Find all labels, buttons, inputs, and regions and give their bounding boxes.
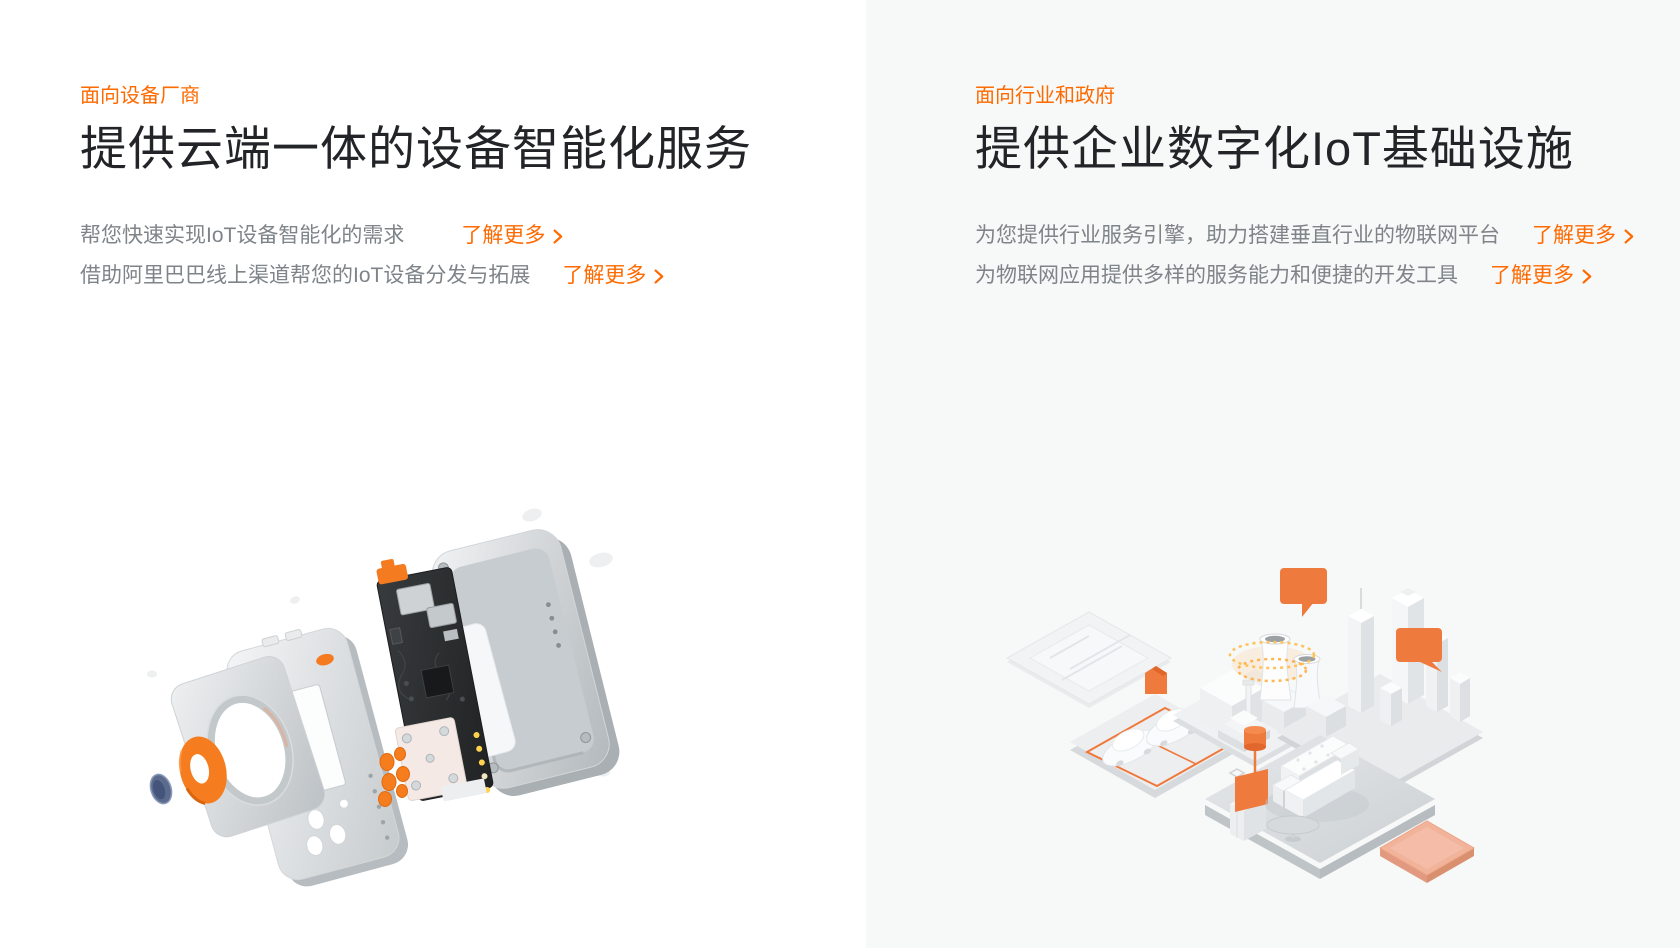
feature-text: 借助阿里巴巴线上渠道帮您的IoT设备分发与拓展 [80,264,531,287]
feature-row: 帮您快速实现IoT设备智能化的需求 了解更多 [80,222,752,250]
feature-text: 帮您快速实现IoT设备智能化的需求 [80,224,405,247]
chevron-right-icon [654,269,664,283]
section-industry-government: 面向行业和政府 提供企业数字化IoT基础设施 为您提供行业服务引擎，助力搭建垂直… [975,85,1634,302]
car [1102,728,1158,767]
learn-more-link[interactable]: 了解更多 [461,222,563,250]
blue-disc [149,773,173,805]
learn-more-link[interactable]: 了解更多 [1490,262,1592,290]
floating-particles [147,508,613,777]
orange-buttons [378,747,410,807]
feature-row: 为您提供行业服务引擎，助力搭建垂直行业的物联网平台 了解更多 [975,222,1634,250]
section-device-makers: 面向设备厂商 提供云端一体的设备智能化服务 帮您快速实现IoT设备智能化的需求 … [80,85,752,302]
exploded-device-illustration [95,452,695,897]
lamp-pin-icon [1244,726,1266,790]
pcb-orange-clip [376,563,408,585]
skyscraper [1348,588,1374,713]
feature-text: 为物联网应用提供多样的服务能力和便捷的开发工具 [975,264,1458,287]
section-title: 提供企业数字化IoT基础设施 [975,122,1574,175]
learn-more-label: 了解更多 [562,264,647,287]
cooling-towers [1228,633,1322,709]
feature-rows: 帮您快速实现IoT设备智能化的需求 了解更多 借助阿里巴巴线上渠道帮您的IoT设… [80,222,752,290]
orange-ring [178,736,227,805]
pcb-board [376,558,494,802]
speech-bubble-icon [1280,568,1327,617]
chevron-right-icon [553,229,563,243]
iot-city-svg [1005,568,1483,883]
eyebrow-label: 面向行业和政府 [975,85,1115,107]
skyscraper [1380,682,1402,726]
learn-more-link[interactable]: 了解更多 [1532,222,1634,250]
chevron-right-icon [1624,229,1634,243]
glow-ring [1236,657,1308,683]
speech-bubble-pin-icon [1396,628,1442,672]
panel-orange-button [316,653,334,666]
learn-more-link[interactable]: 了解更多 [562,262,664,290]
low-building [1306,695,1346,737]
feature-text: 为您提供行业服务引擎，助力搭建垂直行业的物联网平台 [975,224,1500,247]
coffee-table [1266,815,1320,842]
iot-city-illustration [950,492,1495,894]
feature-rows: 为您提供行业服务引擎，助力搭建垂直行业的物联网平台 了解更多 为物联网应用提供多… [975,222,1634,290]
exploded-device-svg [147,508,620,887]
house-marker-icon [1145,666,1167,694]
small-iso-marker [1228,768,1246,778]
salmon-tile [1378,820,1476,883]
feature-row: 为物联网应用提供多样的服务能力和便捷的开发工具 了解更多 [975,262,1634,290]
learn-more-label: 了解更多 [1490,264,1574,287]
pcb-led-column [473,732,491,793]
map-tile [1005,611,1173,708]
section-title: 提供云端一体的设备智能化服务 [80,122,752,175]
orange-sign [1235,769,1268,812]
sofa [1265,735,1369,822]
glow-ring [1228,640,1316,670]
chevron-right-icon [1582,269,1592,283]
learn-more-label: 了解更多 [1532,224,1616,247]
living-room-tile [1205,726,1435,879]
skyscraper [1450,672,1470,722]
eyebrow-label: 面向设备厂商 [80,85,200,107]
learn-more-label: 了解更多 [461,224,546,247]
feature-row: 借助阿里巴巴线上渠道帮您的IoT设备分发与拓展 了解更多 [80,262,752,290]
